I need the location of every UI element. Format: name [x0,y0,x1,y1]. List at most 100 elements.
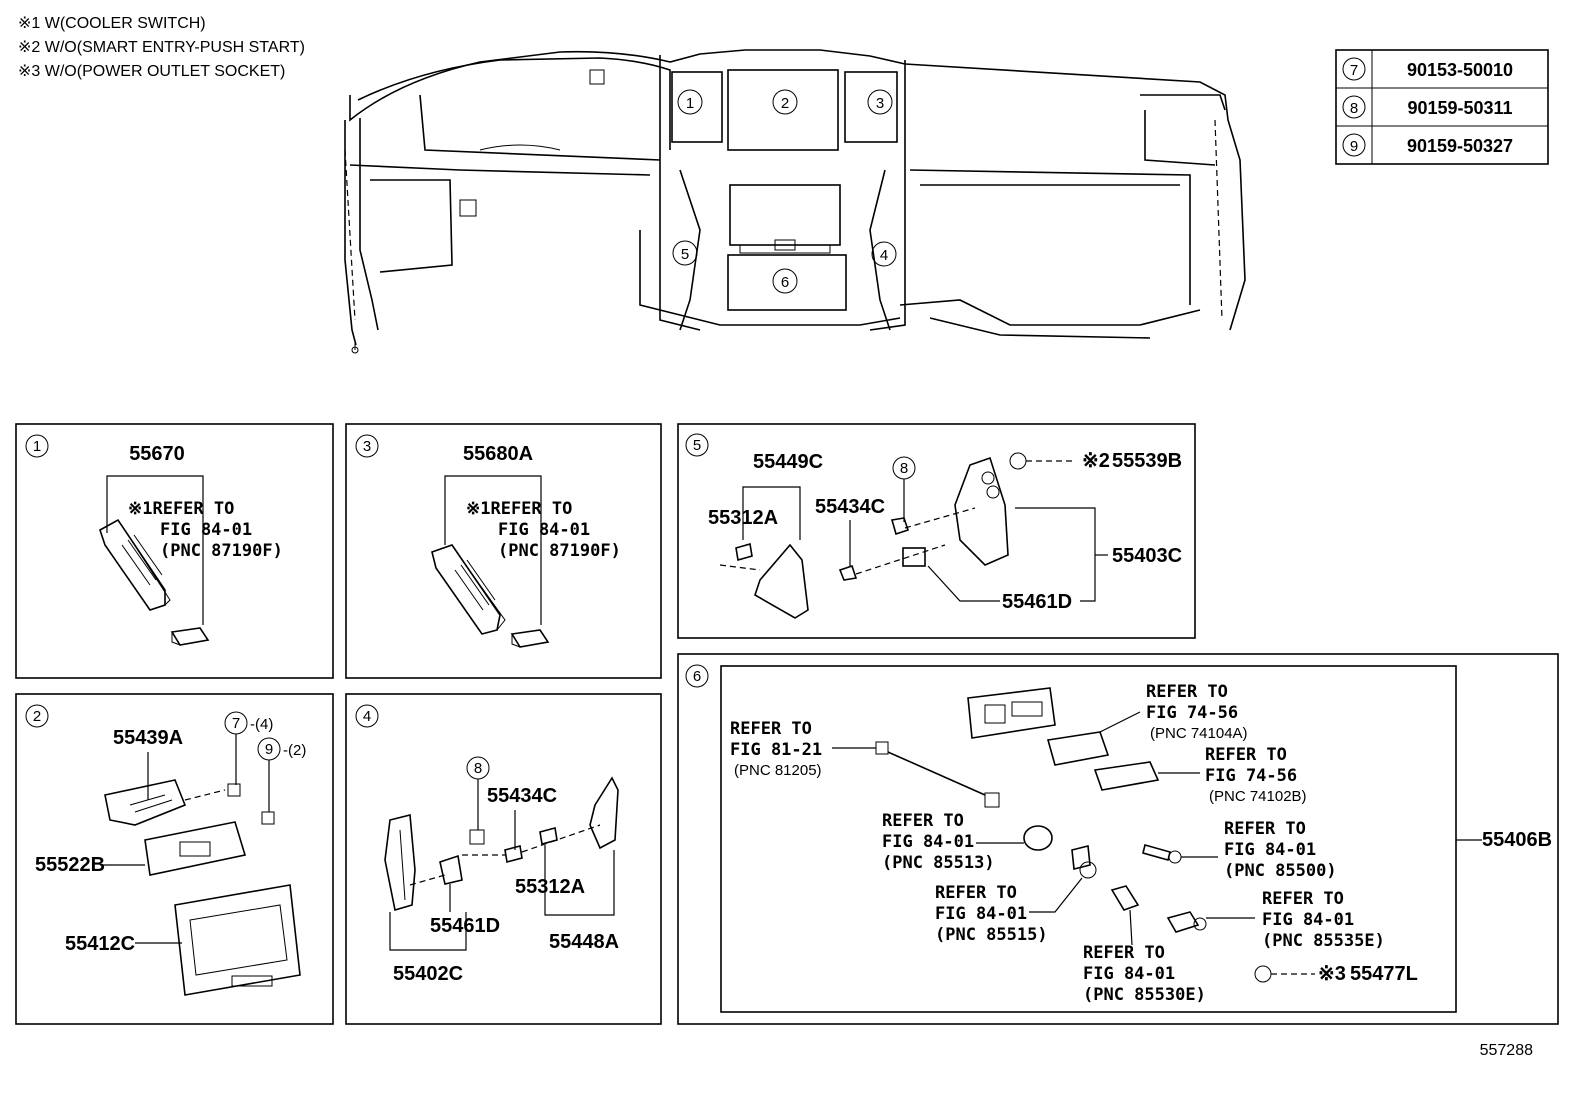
note-2: ※2 W/O(SMART ENTRY-PUSH START) [18,39,305,56]
panel-4: 4 8 55434C 55312A 55461D 55448A 55402C [345,693,662,1025]
part-55412C: 55412C [65,933,135,955]
overview-callout-6: 6 [781,274,789,291]
panel-6: 6 55406B REFER TO FIG 74-56 (PNC 74104A)… [677,653,1559,1025]
part-55406B: 55406B [1482,829,1552,851]
part-55680A: 55680A [463,443,533,465]
p6-ref-a-3: (PNC 74104A) [1150,725,1248,742]
p6-ref-b-1: REFER TO [1205,745,1287,765]
p6-ref-e-1: REFER TO [1224,819,1306,839]
p6-ref-h-1: REFER TO [1083,943,1165,963]
panel-2-qty-9: -(2) [283,742,306,759]
p6-ref-c-2: FIG 81-21 [730,740,822,760]
panel-3-refer-line-2: FIG 84-01 [498,520,590,540]
p6-ref-b-2: FIG 74-56 [1205,766,1297,786]
note-3: ※3 W/O(POWER OUTLET SOCKET) [18,63,285,80]
panel-5-note-2: ※2 [1082,450,1110,472]
panel-5-callout-8: 8 [900,460,908,477]
part-55670: 55670 [129,443,185,465]
panel-1-refer-line-3: (PNC 87190F) [160,541,283,561]
part-55434C-p4: 55434C [487,785,557,807]
p6-ref-f-3: (PNC 85515) [935,925,1048,945]
overview-callout-1-ring [677,89,703,115]
overview-callout-3-ring [867,89,893,115]
cooler-switch [170,627,210,646]
panel-2-qty-7: -(4) [250,716,273,733]
part-55403C: 55403C [1112,545,1182,567]
table-ref-8: 8 [1350,100,1358,117]
part-55434C-p5: 55434C [815,496,885,518]
panel-2-callout-7: 7 [232,715,240,732]
panel-2-callout-9: 9 [265,741,273,758]
p6-ref-a-2: FIG 74-56 [1146,703,1238,723]
p6-ref-c-3: (PNC 81205) [734,762,822,779]
overview-callout-6-ring [772,268,798,294]
table-part-7: 90153-50010 [1407,60,1513,80]
panel-3-refer-line-3: (PNC 87190F) [498,541,621,561]
panel-2-index: 2 [33,708,41,725]
panel-1-refer-line-2: FIG 84-01 [160,520,252,540]
panel-1-index: 1 [33,438,41,455]
air-vent-outlet-right [431,544,501,635]
overview-callout-1: 1 [686,95,694,112]
part-55477L: 55477L [1350,963,1418,985]
trim-panel-55449C [754,543,809,619]
p6-ref-d-3: (PNC 85513) [882,853,995,873]
p6-ref-d-1: REFER TO [882,811,964,831]
part-55461D-p5: 55461D [1002,591,1072,613]
p6-ref-h-2: FIG 84-01 [1083,964,1175,984]
trim-55448A [589,776,619,850]
dashboard-frame-drawing: 1 2 3 4 5 6 [344,49,1246,354]
bezel-55412C [174,884,301,996]
p6-ref-e-3: (PNC 85500) [1224,861,1337,881]
panel-6-index: 6 [693,668,701,685]
overview-callout-5: 5 [681,246,689,263]
p6-ref-d-2: FIG 84-01 [882,832,974,852]
p6-ref-b-3: (PNC 74102B) [1209,788,1307,805]
p6-ref-g-3: (PNC 85535E) [1262,931,1385,951]
p6-ref-f-2: FIG 84-01 [935,904,1027,924]
part-55449C: 55449C [753,451,823,473]
bracket-55403C [954,456,1009,566]
panel-6-note-3: ※3 [1318,963,1346,985]
panel-3-index: 3 [363,438,371,455]
trim-55402C [384,813,416,912]
part-55539B: 55539B [1112,450,1182,472]
note-1: ※1 W(COOLER SWITCH) [18,15,206,32]
table-part-8: 90159-50311 [1407,98,1512,118]
panel-5: 5 55449C 55312A 55434C 8 ※2 55539B 55403… [677,423,1196,639]
panel-3: 3 55680A ※1REFER TO FIG 84-01 (PNC 87190… [345,423,662,679]
fastener-table: 7 8 9 90153-50010 90159-50311 90159-5032… [1335,49,1549,165]
overview-callout-4-ring [871,241,897,267]
p6-ref-e-2: FIG 84-01 [1224,840,1316,860]
part-55439A: 55439A [113,727,183,749]
part-55402C: 55402C [393,963,463,985]
part-55461D-p4: 55461D [430,915,500,937]
switch-bezel [967,687,1056,739]
panel-4-index: 4 [363,708,371,725]
panel-4-callout-8: 8 [474,760,482,777]
panel-55522B [144,821,247,876]
figure-id: 557288 [1480,1042,1533,1059]
table-part-9: 90159-50327 [1407,136,1513,156]
p6-ref-h-3: (PNC 85530E) [1083,985,1206,1005]
part-55312A-p4: 55312A [515,876,585,898]
overview-callout-2: 2 [781,95,789,112]
bracket-55439A [104,779,187,826]
panel-1: 1 55670 ※1REFER TO FIG 84-01 (PNC 87190F… [15,423,334,679]
part-55522B: 55522B [35,854,105,876]
panel-2: 2 55439A 7 -(4) 9 -(2) 55522B 55412C [15,693,334,1025]
table-ref-9: 9 [1350,138,1358,155]
notes-block: ※1 W(COOLER SWITCH) ※2 W/O(SMART ENTRY-P… [18,15,305,80]
part-55312A-p5: 55312A [708,507,778,529]
panel-3-refer-line-1: ※1REFER TO [466,499,572,519]
p6-ref-g-1: REFER TO [1262,889,1344,909]
table-ref-7: 7 [1350,62,1358,79]
panel-1-refer-line-1: ※1REFER TO [128,499,234,519]
overview-callout-3: 3 [876,95,884,112]
p6-ref-c-1: REFER TO [730,719,812,739]
p6-ref-a-1: REFER TO [1146,682,1228,702]
overview-callout-2-ring [772,89,798,115]
overview-callout-4: 4 [880,247,888,264]
overview-callout-5-ring [672,240,698,266]
